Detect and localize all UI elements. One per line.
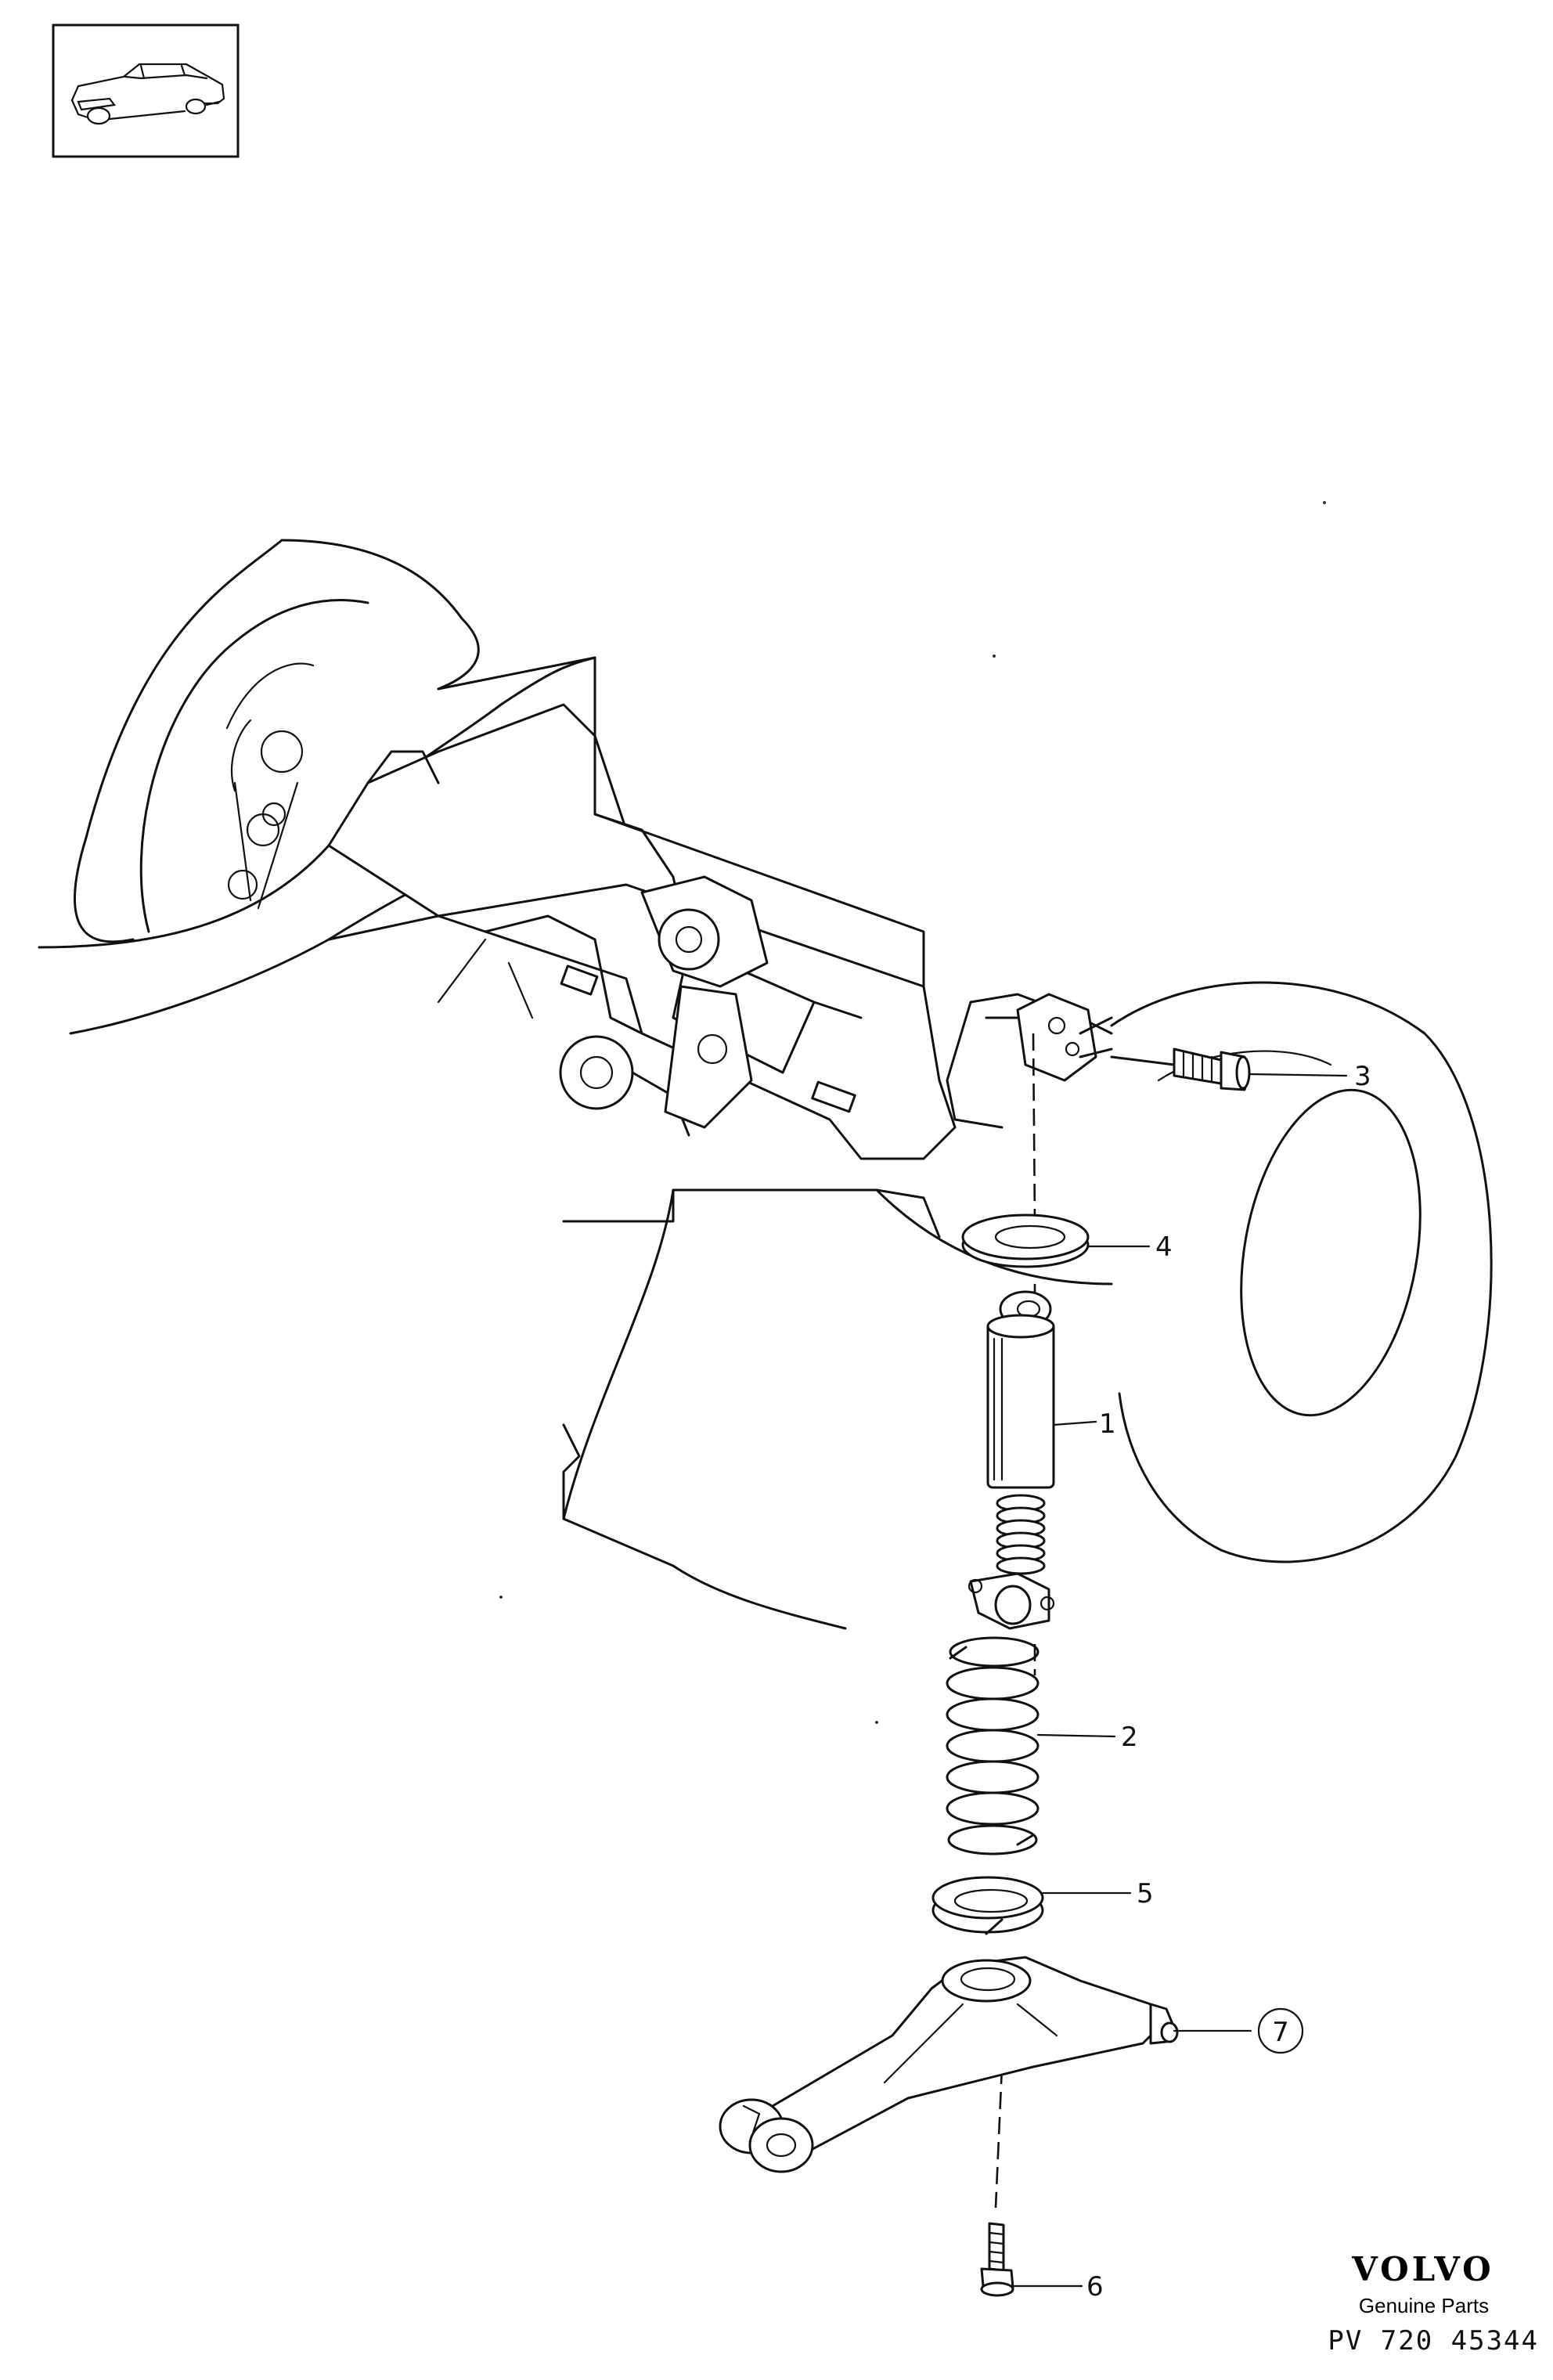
- callout-5: 5: [1041, 1878, 1154, 1909]
- control-arm-part-7: [719, 1956, 1179, 2173]
- rear-axle: [327, 703, 957, 1160]
- car-icon: [70, 63, 225, 125]
- brand-logo: VOLVO: [1352, 2250, 1494, 2288]
- right-rear-wheel: [1110, 981, 1493, 1563]
- callout-number: 5: [1137, 1878, 1154, 1909]
- callout-2: 2: [1036, 1722, 1138, 1753]
- callout-number: 6: [1086, 2271, 1104, 2302]
- callout-number: 2: [1121, 1722, 1138, 1753]
- lower-seat-part-5: [931, 1876, 1044, 1935]
- left-rear-wheel: [73, 539, 480, 943]
- upper-mount-bracket: [1016, 993, 1113, 1082]
- vehicle-thumbnail: [52, 23, 240, 158]
- assembly-axis: [1032, 1033, 1036, 1222]
- callout-3: 3: [1248, 1061, 1371, 1092]
- callout-4: 4: [1086, 1231, 1173, 1263]
- brand-subtitle: Genuine Parts: [1358, 2294, 1490, 2317]
- shock-absorber-part-1: [967, 1290, 1055, 1630]
- upper-seat-part-4: [961, 1213, 1090, 1268]
- part-number: PV 720 45344: [1328, 2325, 1539, 2357]
- bolt-part-3: [1110, 1048, 1251, 1091]
- callout-number: 1: [1099, 1408, 1116, 1440]
- callout-number: 7: [1272, 2017, 1289, 2048]
- coil-spring-part-2: [946, 1636, 1040, 1855]
- callout-7: 7: [1173, 2007, 1304, 2054]
- callout-number: 3: [1354, 1061, 1371, 1092]
- callout-number: 4: [1155, 1231, 1173, 1263]
- screw-part-6: [980, 2222, 1014, 2297]
- callout-6: 6: [1013, 2271, 1104, 2302]
- callout-1: 1: [1052, 1408, 1116, 1440]
